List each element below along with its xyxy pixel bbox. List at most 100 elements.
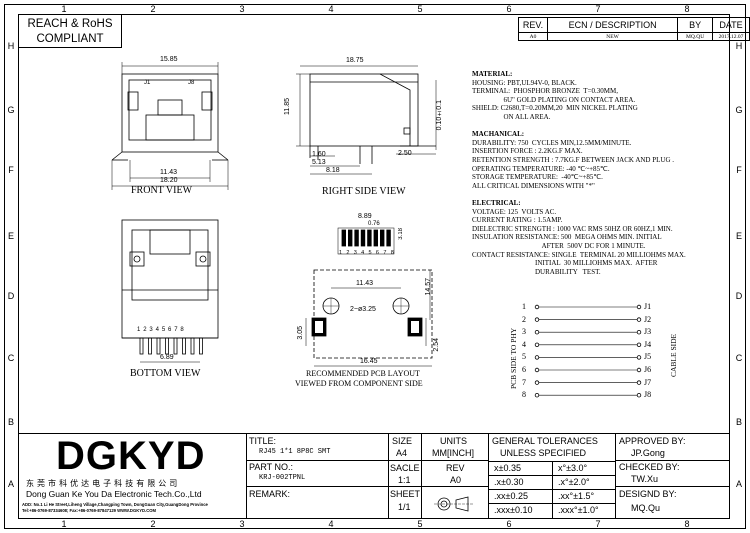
schematic-terminal (534, 367, 540, 373)
spec-line: MATERIAL: (472, 70, 513, 78)
schematic-terminal (636, 355, 642, 360)
schematic-jack-label: J3 (644, 327, 652, 337)
dim-side-b: 5.13 (312, 159, 326, 166)
ecn-value: NEW (546, 32, 679, 41)
schematic-pin-number: 4 (522, 339, 526, 349)
angular-tolerance: .xx°±1.5° (558, 491, 595, 501)
zone-column-label: 5 (417, 4, 423, 14)
checked-value: TW.Xu (631, 474, 659, 484)
dim-side-c: 8.18 (326, 167, 340, 174)
zone-row-label: H (7, 41, 15, 51)
compliance-line-2: COMPLIANT (36, 33, 104, 45)
company-name-en: Dong Guan Ke You Da Electronic Tech.Co.,… (26, 489, 202, 499)
pcb-pad (367, 229, 372, 247)
dim-front-inner: 11.43 (160, 169, 177, 176)
zone-row-label: C (7, 353, 15, 363)
pcb-side-label: PCB SIDE TO PHY (509, 327, 518, 389)
pcb-pad (354, 229, 359, 247)
scale-value: 1:1 (398, 475, 411, 485)
dim-side-a: 1.60 (312, 151, 326, 158)
size-value: A4 (396, 448, 408, 458)
spec-line: CURRENT RATING : 1.5AMP. (472, 216, 563, 225)
front-view-drawing (111, 62, 229, 190)
spec-line: TERMINAL: PHOSPHOR BRONZE T=0.30MM, (472, 87, 618, 96)
zone-row-label: C (735, 353, 743, 363)
bottom-pin (165, 337, 169, 355)
dim-pcb-1645: 16.45 (360, 358, 378, 365)
dim-side-height: 11.85 (284, 98, 291, 115)
schematic-terminal (534, 355, 540, 360)
zone-column-label: 4 (328, 519, 334, 529)
linear-tolerance: x±0.35 (494, 463, 521, 473)
zone-row-label: F (8, 165, 14, 175)
angular-tolerance: x°±3.0° (558, 463, 588, 473)
linear-tolerance: .xxx±0.10 (494, 505, 533, 515)
zone-column-label: 1 (61, 519, 67, 529)
company-logo: DGKYD (56, 434, 206, 478)
spec-line: STORAGE TEMPERATURE: -40℃~+85℃. (472, 173, 603, 182)
schematic-terminal (534, 393, 540, 398)
dim-pcb-hole: 2−ø3.25 (350, 306, 376, 313)
dim-pcb-889: 8.89 (358, 213, 372, 220)
projection-symbol-icon (434, 496, 474, 512)
pcb-layout-label-2: VIEWED FROM COMPONENT SIDE (295, 379, 423, 388)
title-block-top-line (18, 433, 730, 434)
drawing-frame (18, 14, 730, 519)
zone-column-label: 1 (61, 4, 67, 14)
schematic-terminal (636, 393, 642, 398)
part-no-value: KRJ-002TPNL (259, 474, 306, 482)
spec-line: ALL CRITICAL DIMENSIONS WITH "*" (472, 181, 595, 190)
bottom-view-label: BOTTOM VIEW (130, 368, 201, 379)
right-side-view-drawing (296, 65, 437, 175)
outer-border (4, 4, 746, 529)
schematic-pin-number: 7 (522, 377, 526, 387)
company-name-cn: 东 莞 市 科 优 达 电 子 科 技 有 限 公 司 (26, 479, 178, 488)
schematic-jack-label: J2 (644, 314, 652, 324)
designed-value: MQ.Qu (631, 503, 661, 513)
schematic-pin-number: 1 (522, 302, 526, 311)
schematic-terminal (534, 380, 540, 385)
angular-tolerance: .xxx°±1.0° (558, 505, 599, 515)
sheet-value: 1/1 (398, 502, 411, 512)
spec-line: ELECTRICAL: (472, 199, 521, 207)
spec-line: MACHANICAL: (472, 130, 525, 139)
zone-column-label: 5 (417, 519, 423, 529)
spec-line: DURABILITY: 750 CYCLES MIN,12.5MM/MINUTE… (472, 138, 632, 147)
schematic-jack-label: J7 (644, 377, 652, 387)
spec-line: DIELECTRIC STRENGTH : 1000 VAC RMS 50HZ … (472, 224, 673, 233)
spec-line: VOLTAGE: 125 VOLTS AC. (472, 207, 557, 216)
part-no-label: PART NO.: (249, 462, 294, 472)
spec-line: INITIAL 30 MILLIOHMS MAX. AFTER (472, 259, 658, 268)
bottom-pin (199, 337, 203, 355)
dim-side-length: 18.75 (346, 57, 364, 64)
zone-column-label: 2 (150, 519, 156, 529)
compliance-box: REACH & RoHS COMPLIANT (18, 14, 122, 48)
zone-row-label: D (7, 291, 15, 301)
dim-front-width: 15.85 (160, 56, 178, 63)
schematic-pins (534, 304, 642, 398)
schematic-terminal (534, 304, 540, 310)
units-value: MM[INCH] (432, 448, 474, 458)
schematic-pin-number: 8 (522, 390, 526, 400)
pcb-layout-drawing (305, 227, 433, 367)
pcb-layout-label-1: RECOMMENDED PCB LAYOUT (306, 369, 420, 378)
schematic-pin-number: 6 (522, 365, 526, 374)
scale-label: SACLE (390, 463, 420, 473)
schematic-terminal (636, 342, 642, 347)
units-label: UNITS (440, 436, 467, 446)
spec-line: AFTER 500V DC FOR 1 MINUTE. (472, 242, 646, 250)
dim-bottom-pitch: 6.89 (160, 354, 174, 361)
dim-pcb-254: 2.54 (433, 338, 440, 352)
zone-column-label: 8 (684, 4, 690, 14)
schematic-jack-label: J1 (644, 302, 652, 311)
label-j1: J1 (144, 80, 151, 86)
dim-pcb-1143: 11.43 (356, 280, 373, 287)
angular-tolerance: .x°±2.0° (558, 477, 590, 487)
approved-value: JP.Gong (631, 448, 665, 458)
bottom-pin (156, 337, 161, 355)
schematic-jack-label: J4 (644, 339, 652, 349)
bottom-pin (190, 337, 195, 355)
zone-column-label: 4 (328, 4, 334, 14)
approved-label: APPROVED BY: (619, 436, 686, 446)
